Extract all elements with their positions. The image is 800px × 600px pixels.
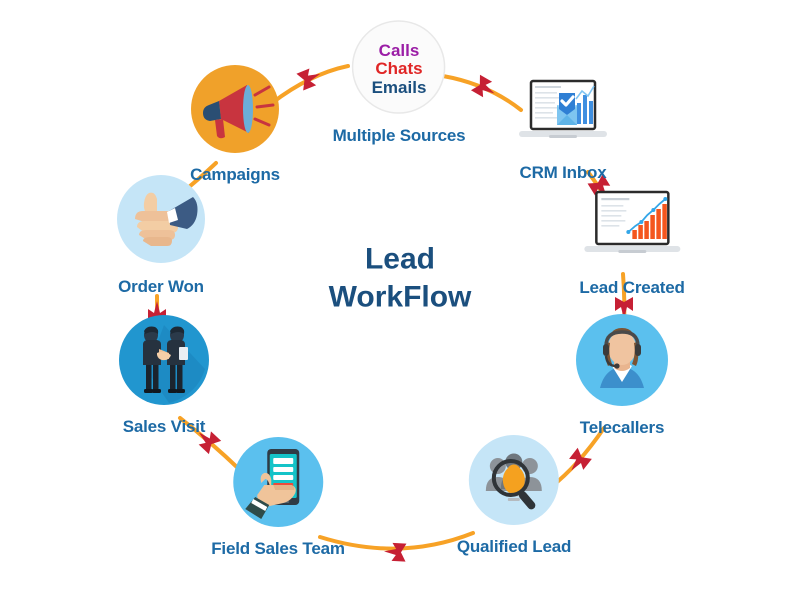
node-label-crm-inbox: CRM Inbox [519,163,607,182]
node-lead-created[interactable]: Lead Created [579,188,685,298]
hand-smartphone-icon [231,435,325,534]
arrowhead-to-field-sales-team [384,542,407,562]
node-label-multiple-sources: Multiple Sources [332,126,466,145]
magnifier-people-icon [467,433,561,532]
laptop-envelope-check-icon [515,77,611,158]
thumbs-up-icon [113,171,209,272]
node-label-telecallers: Telecallers [579,418,665,437]
headset-agent-icon [574,312,670,413]
node-qualified-lead[interactable]: Qualified Lead [457,433,571,557]
node-label-lead-created: Lead Created [579,278,685,297]
source-emails-text: Emails [371,77,427,97]
page-title: Lead WorkFlow [329,241,472,316]
node-label-qualified-lead: Qualified Lead [456,537,572,556]
handshake-icon [117,313,211,412]
arrowhead-to-sales-visit [198,431,222,455]
source-calls-text: Calls [378,41,420,60]
arrowhead-to-qualified-lead [569,447,592,471]
node-crm-inbox[interactable]: CRM Inbox [515,77,611,183]
arrowhead-to-telecallers [615,297,633,319]
node-field-sales-team[interactable]: Field Sales Team [211,435,345,559]
source-types: Calls Chats Emails [350,41,448,97]
arrowhead-to-crm-inbox [470,74,495,98]
node-sales-visit[interactable]: Sales Visit [117,313,211,437]
node-label-field-sales-team: Field Sales Team [211,539,345,558]
node-multiple-sources[interactable]: Calls Chats Emails Multiple Sources [333,18,466,146]
node-telecallers[interactable]: Telecallers [574,312,670,438]
arrowhead-to-multiple-sources [296,68,321,91]
node-campaigns[interactable]: Campaigns [189,63,281,185]
node-label-order-won: Order Won [118,277,204,296]
node-order-won[interactable]: Order Won [113,171,209,297]
monitor-bar-chart-icon [580,188,684,273]
megaphone-icon [189,63,281,160]
node-label-sales-visit: Sales Visit [122,417,206,436]
calls-chats-emails-bubble-icon: Calls Chats Emails [350,18,448,121]
title-line-2: WorkFlow [328,280,472,313]
node-label-campaigns: Campaigns [190,165,280,184]
source-chats-text: Chats [375,59,423,79]
title-line-1: Lead [364,242,436,276]
